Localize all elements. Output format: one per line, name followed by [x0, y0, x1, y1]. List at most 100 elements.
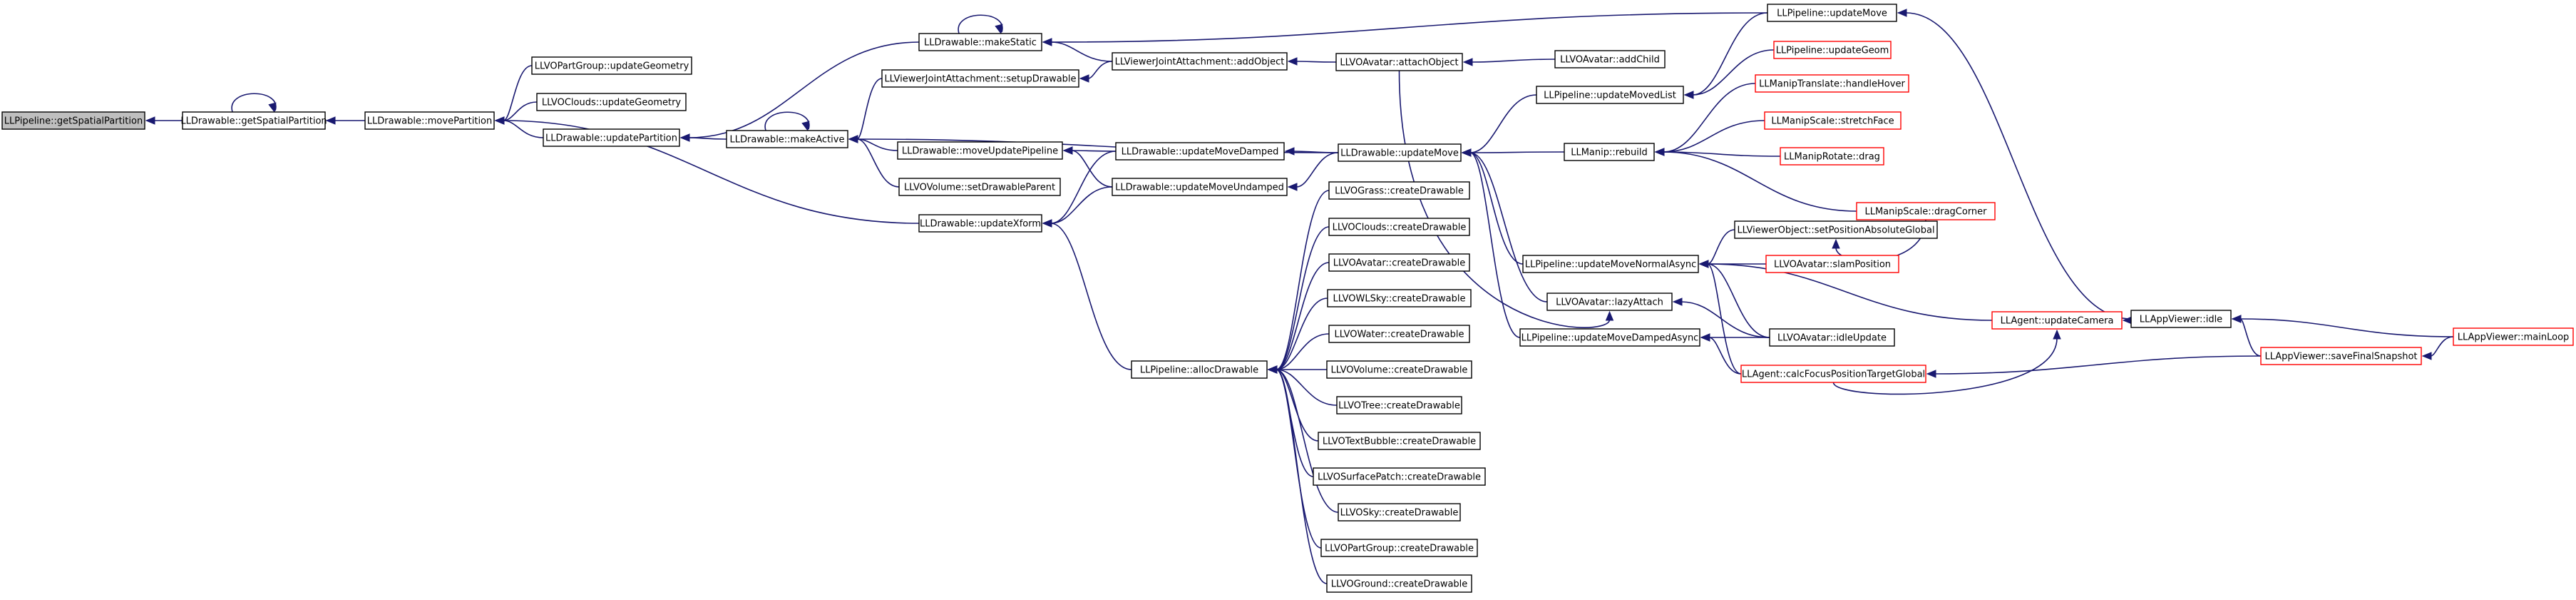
node-allocDrawable[interactable]: LLPipeline::allocDrawable — [1131, 360, 1268, 379]
node-box — [1313, 467, 1486, 486]
node-water-create[interactable]: LLVOWater::createDrawable — [1328, 325, 1470, 343]
node-sky-create[interactable]: LLVOSky::createDrawable — [1338, 503, 1461, 522]
node-dragCorner[interactable]: LLManipScale::dragCorner — [1856, 202, 1996, 220]
edge-water-create-to-allocDrawable — [1276, 333, 1330, 370]
node-label: LLVOPartGroup::updateGeometry — [535, 61, 689, 72]
node-movePartition[interactable]: LLDrawable::movePartition — [364, 111, 495, 130]
node-label: LLVOGrass::createDrawable — [1335, 186, 1464, 197]
edge-mainLoop-to-appviewer-idle — [2239, 318, 2454, 337]
node-moveUpdatePipeline[interactable]: LLDrawable::moveUpdatePipeline — [897, 141, 1063, 160]
node-clouds-create[interactable]: LLVOClouds::createDrawable — [1328, 218, 1470, 236]
node-updatePartition[interactable]: LLDrawable::updatePartition — [543, 128, 680, 147]
edge-sky-create-to-allocDrawable — [1276, 369, 1339, 513]
node-surfacepatch-create[interactable]: LLVOSurfacePatch::createDrawable — [1313, 467, 1486, 486]
node-updateMoveNormalAsync[interactable]: LLPipeline::updateMoveNormalAsync — [1522, 255, 1699, 273]
node-label: LLDrawable::updateMoveUndamped — [1115, 183, 1284, 193]
node-setupDrawable[interactable]: LLViewerJointAttachment::setupDrawable — [881, 69, 1079, 88]
node-setPositionAbsoluteGlobal[interactable]: LLViewerObject::setPositionAbsoluteGloba… — [1734, 220, 1938, 239]
node-partgroup-create[interactable]: LLVOPartGroup::createDrawable — [1320, 539, 1478, 557]
node-attachObject[interactable]: LLVOAvatar::attachObject — [1335, 53, 1463, 71]
node-idleUpdate[interactable]: LLVOAvatar::idleUpdate — [1769, 328, 1895, 347]
node-updateMoveUndamped[interactable]: LLDrawable::updateMoveUndamped — [1112, 178, 1288, 196]
edge-arrowhead — [2231, 315, 2242, 323]
edge-arrowhead — [1287, 57, 1298, 66]
node-volume-create[interactable]: LLVOVolume::createDrawable — [1326, 360, 1472, 379]
node-box — [1856, 202, 1996, 220]
node-rotate-drag[interactable]: LLManipRotate::drag — [1780, 147, 1884, 166]
node-updateMove-drawable[interactable]: LLDrawable::updateMove — [1338, 143, 1462, 162]
node-updateGeom[interactable]: LLPipeline::updateGeom — [1773, 41, 1892, 59]
node-label: LLVOClouds::createDrawable — [1333, 223, 1467, 233]
node-label: LLVOAvatar::lazyAttach — [1556, 298, 1663, 308]
node-box — [1326, 574, 1472, 593]
edge-makeStatic-to-updatePartition — [688, 41, 920, 138]
node-handleHover[interactable]: LLManipTranslate::handleHover — [1755, 74, 1909, 93]
node-label: LLDrawable::getSpatialPartition — [180, 116, 327, 127]
node-clouds-updateGeometry[interactable]: LLVOClouds::updateGeometry — [536, 93, 687, 111]
node-label: LLPipeline::updateGeom — [1776, 46, 1889, 56]
node-partgroup-updateGeometry[interactable]: LLVOPartGroup::updateGeometry — [531, 56, 692, 75]
edge-arrowhead — [1654, 148, 1665, 156]
edge-grass-create-to-allocDrawable — [1276, 190, 1330, 370]
edge-arrowhead — [1700, 333, 1710, 342]
node-manip-rebuild[interactable]: LLManip::rebuild — [1564, 143, 1655, 161]
edge-arrowhead — [1672, 298, 1683, 306]
node-mainLoop[interactable]: LLAppViewer::mainLoop — [2453, 327, 2574, 346]
node-updateMovedList[interactable]: LLPipeline::updateMovedList — [1536, 86, 1684, 104]
node-label: LLAppViewer::idle — [2140, 315, 2222, 325]
node-avatar-create[interactable]: LLVOAvatar::createDrawable — [1328, 253, 1470, 272]
edge-updateMoveDampedAsync-to-updateMove-drawable — [1469, 152, 1521, 338]
node-wlsky-create[interactable]: LLVOWLSky::createDrawable — [1327, 289, 1472, 307]
edge-arrowhead — [2122, 316, 2133, 325]
node-makeActive[interactable]: LLDrawable::makeActive — [726, 130, 848, 148]
node-label: LLDrawable::makeActive — [730, 135, 845, 146]
node-updateXform[interactable]: LLDrawable::updateXform — [918, 214, 1042, 233]
node-updateMoveDampedAsync[interactable]: LLPipeline::updateMoveDampedAsync — [1519, 328, 1700, 347]
edge-textbubble-create-to-allocDrawable — [1276, 369, 1319, 442]
node-calcFocusPositionTargetGlobal[interactable]: LLAgent::calcFocusPositionTargetGlobal — [1740, 365, 1926, 383]
node-box — [1546, 293, 1673, 311]
edge-idleUpdate-to-updateMoveNormalAsync — [1707, 263, 1770, 338]
edge-arrowhead — [2421, 352, 2432, 360]
node-getSpatialPartition-pipeline[interactable]: LLPipeline::getSpatialPartition — [1, 111, 145, 130]
node-slamPosition[interactable]: LLVOAvatar::slamPosition — [1765, 255, 1899, 273]
edge-updateMoveUndamped-to-updateXform — [1050, 186, 1113, 224]
edge-ground-create-to-allocDrawable — [1276, 369, 1328, 584]
edge-saveFinalSnapshot-to-calcFocusPositionTargetGlobal — [1934, 355, 2262, 375]
node-lazyAttach[interactable]: LLVOAvatar::lazyAttach — [1546, 293, 1673, 311]
node-tree-create[interactable]: LLVOTree::createDrawable — [1336, 396, 1462, 415]
node-label: LLVOWater::createDrawable — [1335, 330, 1464, 340]
edge-updateGeom-to-updateMovedList — [1692, 49, 1775, 96]
node-updateMoveDamped[interactable]: LLDrawable::updateMoveDamped — [1115, 142, 1285, 161]
node-box — [1328, 325, 1470, 343]
node-box — [1335, 53, 1463, 71]
node-ground-create[interactable]: LLVOGround::createDrawable — [1326, 574, 1472, 593]
node-label: LLVOClouds::updateGeometry — [542, 98, 682, 108]
node-label: LLViewerJointAttachment::addObject — [1115, 57, 1285, 68]
node-appviewer-idle[interactable]: LLAppViewer::idle — [2130, 310, 2232, 328]
node-label: LLVOSurfacePatch::createDrawable — [1318, 472, 1481, 483]
node-label: LLDrawable::updateMoveDamped — [1122, 147, 1279, 158]
node-box — [1780, 147, 1884, 166]
edge-arrowhead — [1683, 91, 1694, 99]
node-updateCamera[interactable]: LLAgent::updateCamera — [1991, 311, 2123, 330]
node-label: LLViewerJointAttachment::setupDrawable — [884, 74, 1076, 85]
node-setDrawableParent[interactable]: LLVOVolume::setDrawableParent — [898, 178, 1061, 196]
node-makeStatic[interactable]: LLDrawable::makeStatic — [918, 33, 1042, 51]
node-grass-create[interactable]: LLVOGrass::createDrawable — [1328, 181, 1470, 200]
node-pipeline-updateMove[interactable]: LLPipeline::updateMove — [1767, 4, 1897, 22]
node-getSpatialPartition-drawable[interactable]: LLDrawable::getSpatialPartition — [180, 111, 327, 130]
edge-avatar-create-to-allocDrawable — [1276, 262, 1330, 370]
edge-appviewer-idle-to-pipeline-updateMove — [1905, 12, 2132, 320]
node-addChild[interactable]: LLVOAvatar::addChild — [1554, 50, 1666, 68]
edge-arrowhead — [1042, 38, 1052, 46]
node-textbubble-create[interactable]: LLVOTextBubble::createDrawable — [1318, 432, 1481, 450]
edge-lazyAttach-to-updateMove-drawable — [1469, 152, 1548, 302]
node-stretchFace[interactable]: LLManipScale::stretchFace — [1764, 111, 1902, 130]
node-label: LLVOVolume::createDrawable — [1331, 365, 1468, 376]
edge-arrowhead — [1698, 260, 1709, 268]
node-label: LLVOWLSky::createDrawable — [1333, 294, 1466, 305]
node-saveFinalSnapshot[interactable]: LLAppViewer::saveFinalSnapshot — [2260, 347, 2422, 365]
node-box — [1328, 253, 1470, 272]
node-addObject[interactable]: LLViewerJointAttachment::addObject — [1112, 52, 1288, 71]
